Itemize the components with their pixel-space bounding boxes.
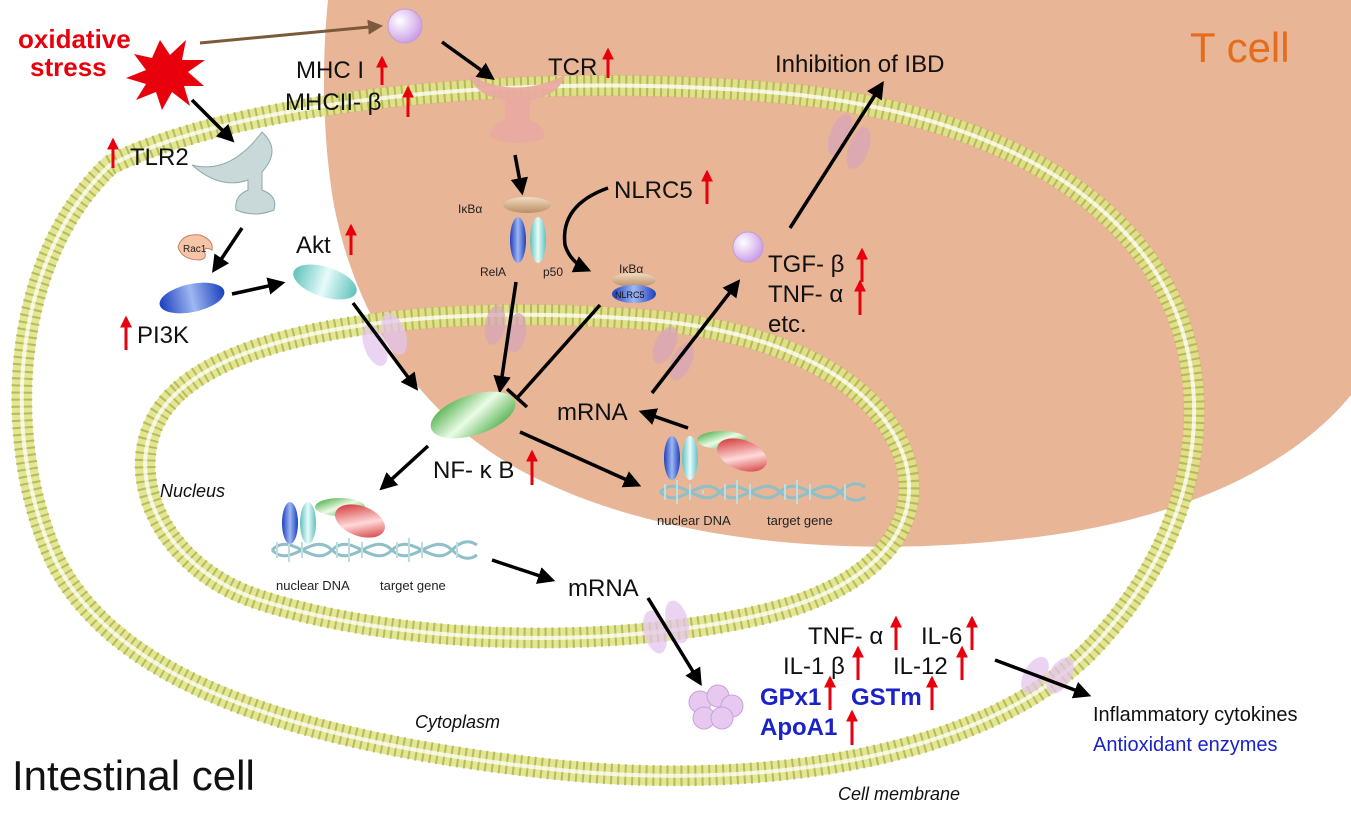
red-protein-right [717, 438, 767, 472]
arrow-to-inhibition-ibd [788, 81, 884, 229]
red-protein-left [335, 504, 385, 538]
arrow-nfkb-to-dna-right [519, 430, 642, 488]
arrow-to-cytokines-output [994, 658, 1092, 699]
tnf-alpha-top-label: TNF- α [768, 281, 843, 308]
mhc2-label: MHCII- β [285, 89, 381, 116]
nlrc5-protein [612, 285, 656, 303]
arrow-tcr-to-ikba [510, 154, 528, 196]
akt-protein [293, 264, 357, 300]
rela-protein-left [282, 502, 298, 544]
rela-label: RelA [480, 265, 506, 279]
oxidative-stress-label-2: stress [30, 52, 107, 82]
nucleus-label: Nucleus [160, 481, 225, 501]
arrow-pi3k-to-akt [231, 277, 286, 296]
ikba-label-1: IκBα [458, 202, 482, 216]
dna-helix-right [658, 482, 866, 500]
arrow-stress-to-tlr2 [190, 98, 235, 143]
arrow-dna-to-mrna-top [638, 408, 689, 430]
inhibition-nlrc5-to-nfkb [515, 303, 602, 400]
p50-protein [530, 217, 546, 263]
target-gene-label-2: target gene [767, 513, 833, 528]
pi3k-protein [159, 282, 225, 314]
tcr-label: TCR [548, 54, 597, 81]
nfkb-label: NF- κ B [433, 457, 514, 484]
dna-helix-left [270, 540, 478, 558]
mrna-top-label: mRNA [557, 399, 628, 426]
arrow-tlr2-to-pi3k [212, 227, 244, 273]
cytokine-vesicle [732, 231, 764, 263]
ikba-protein-2 [612, 273, 656, 287]
ikba-label-2: IκBα [619, 262, 643, 276]
t-cell-title: T cell [1190, 24, 1290, 71]
oxidative-stress-icon [126, 40, 205, 110]
target-gene-label-1: target gene [380, 578, 446, 593]
il1-beta-label: IL-1 β [783, 653, 845, 680]
arrow-mrna-to-vesicles [646, 597, 702, 686]
antioxidant-enzymes-label: Antioxidant enzymes [1093, 734, 1278, 756]
akt-label: Akt [296, 232, 331, 259]
nuclear-dna-label-2: nuclear DNA [657, 513, 731, 528]
nfkb-protein [430, 391, 516, 439]
apoa1-label: ApoA1 [760, 714, 837, 741]
secretory-vesicles [688, 684, 744, 730]
p50-label: p50 [543, 265, 563, 279]
pi3k-label: PI3K [137, 322, 189, 349]
arrow-stress-to-ligand [199, 19, 383, 45]
upregulation-arrows [107, 47, 978, 745]
cytoplasm-label: Cytoplasm [415, 712, 500, 732]
arrow-ligand-to-tcr [440, 40, 495, 81]
membrane-pore-proteins [362, 114, 1074, 694]
inhibition-ibd-label: Inhibition of IBD [775, 51, 944, 78]
arrow-nlrc5-curve [562, 186, 609, 273]
il6-label: IL-6 [921, 623, 962, 650]
oxidative-stress-label: oxidative [18, 24, 131, 54]
arrow-rela-to-nfkb [493, 281, 518, 394]
dna-complex-right [658, 431, 866, 504]
t-cell-body [323, 0, 1351, 547]
nlrc5-small-label: NLRC5 [615, 290, 645, 300]
antigen-ligand [387, 8, 423, 44]
cell-membrane-label: Cell membrane [838, 784, 960, 804]
gstm-label: GSTm [851, 684, 922, 711]
tnf-alpha-label: TNF- α [808, 623, 883, 650]
ikba-nlrc5-complex [612, 273, 656, 303]
rela-protein [510, 217, 526, 263]
arrow-mrna-to-tgf [650, 279, 741, 395]
nlrc5-label: NLRC5 [614, 177, 693, 204]
ikba-rela-p50-complex [503, 197, 551, 263]
mrna-bottom-label: mRNA [568, 575, 639, 602]
mhc1-label: MHC I [296, 57, 364, 84]
etc-label: etc. [768, 311, 807, 338]
intestinal-cell-title: Intestinal cell [12, 752, 255, 799]
rac1-label: Rac1 [183, 244, 207, 255]
rela-protein-right [664, 436, 680, 480]
tcr-receptor [470, 75, 565, 143]
arrow-nfkb-to-dna-left [379, 444, 430, 491]
inflammatory-cytokines-label: Inflammatory cytokines [1093, 704, 1298, 726]
tlr2-receptor [191, 131, 276, 215]
p50-protein-left [300, 502, 316, 544]
arrow-dna-to-mrna-bottom [491, 558, 556, 584]
tgf-beta-label: TGF- β [768, 251, 844, 278]
p50-protein-right [682, 436, 698, 480]
rac1-protein [177, 234, 213, 261]
inhibition-bar [505, 387, 529, 409]
il12-label: IL-12 [893, 653, 948, 680]
ikba-protein [503, 197, 551, 213]
arrow-akt-to-nfkb [351, 301, 419, 391]
nuclear-dna-label-1: nuclear DNA [276, 578, 350, 593]
gpx1-label: GPx1 [760, 684, 821, 711]
tlr2-label: TLR2 [130, 144, 189, 171]
dna-complex-left [270, 498, 478, 562]
